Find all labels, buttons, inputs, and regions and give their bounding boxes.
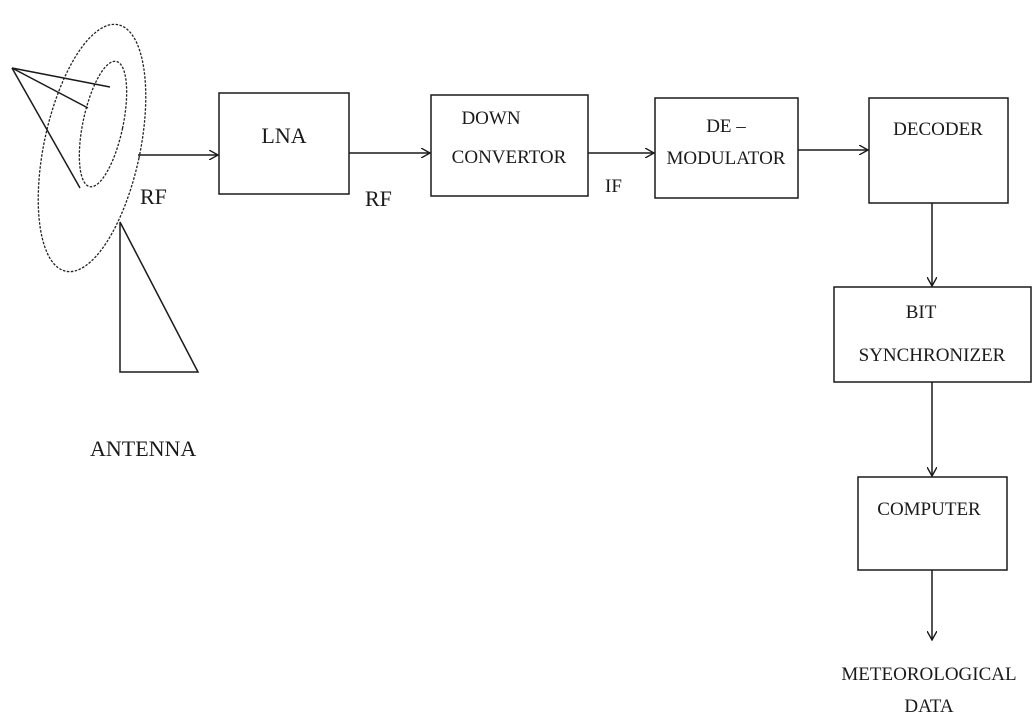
bit-synchronizer-label-line2: SYNCHRONIZER <box>859 345 1006 366</box>
demodulator-label-line2: MODULATOR <box>667 148 786 169</box>
demodulator-block: DE – MODULATOR <box>655 98 798 198</box>
computer-block: COMPUTER <box>858 477 1007 570</box>
decoder-label: DECODER <box>893 119 983 140</box>
bit-synchronizer-block: BIT SYNCHRONIZER <box>834 287 1031 382</box>
if-label: IF <box>605 176 622 197</box>
down-convertor-label-line2: CONVERTOR <box>452 147 567 168</box>
decoder-block: DECODER <box>869 98 1008 203</box>
lna-label: LNA <box>261 123 306 148</box>
down-convertor-block: DOWN CONVERTOR <box>431 95 588 196</box>
rf-label-antenna: RF <box>140 184 167 209</box>
meteorological-data-label-line1: METEOROLOGICAL <box>841 664 1016 685</box>
computer-label: COMPUTER <box>877 499 981 520</box>
demodulator-label-line1: DE – <box>706 116 746 137</box>
antenna-label: ANTENNA <box>90 436 196 461</box>
antenna-dish-icon <box>12 15 198 372</box>
lna-block: LNA <box>219 93 349 194</box>
rf-label-lna: RF <box>365 186 392 211</box>
meteorological-data-label-line2: DATA <box>904 696 953 717</box>
down-convertor-label-line1: DOWN <box>461 108 520 129</box>
bit-synchronizer-label-line1: BIT <box>906 302 937 323</box>
